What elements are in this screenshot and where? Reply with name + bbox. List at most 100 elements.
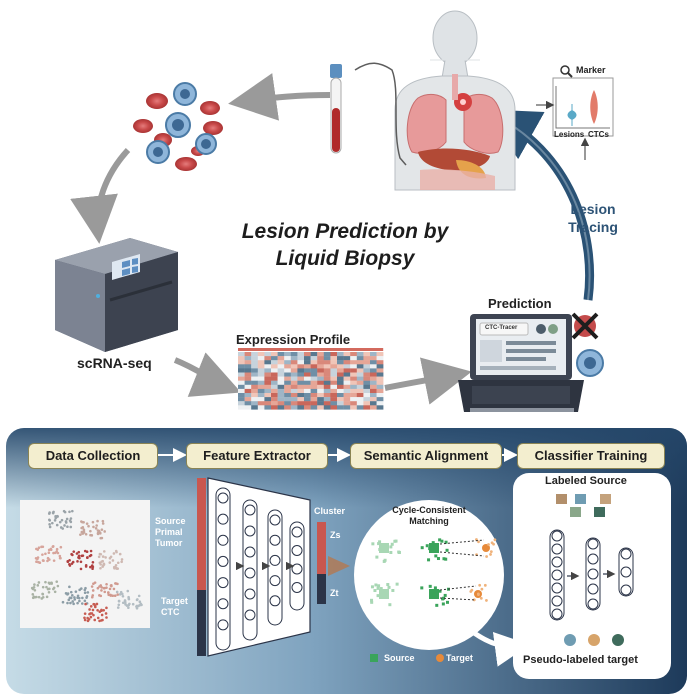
heatmap-cell bbox=[304, 372, 311, 377]
classifier-layer bbox=[585, 537, 601, 611]
align-point bbox=[438, 538, 442, 542]
heatmap-cell bbox=[238, 352, 245, 357]
heatmap-cell bbox=[290, 393, 298, 398]
ctc-result-icon bbox=[576, 349, 604, 377]
scrna-seq-label: scRNA-seq bbox=[77, 355, 152, 371]
heatmap-cell bbox=[284, 372, 291, 377]
heatmap-cell bbox=[271, 356, 278, 361]
heatmap-cell bbox=[363, 364, 371, 369]
heatmap-cell bbox=[356, 384, 364, 390]
align-point bbox=[445, 548, 449, 552]
tsne-point bbox=[89, 615, 93, 619]
tsne-point bbox=[71, 594, 74, 597]
heatmap-cell bbox=[356, 380, 364, 385]
tsne-point bbox=[123, 601, 127, 605]
classifier-layer bbox=[549, 529, 565, 621]
heatmap-cell bbox=[290, 397, 298, 402]
tsne-point bbox=[77, 550, 81, 554]
lesion-tracing-arrow bbox=[484, 109, 595, 301]
alignment-circle bbox=[354, 500, 504, 650]
tsne-point bbox=[125, 604, 129, 607]
heatmap-cell bbox=[370, 405, 377, 410]
tsne-point bbox=[51, 511, 55, 515]
tsne-point bbox=[41, 553, 44, 556]
heatmap-cell bbox=[277, 376, 285, 381]
align-target-point bbox=[472, 598, 476, 602]
heatmap-cell bbox=[350, 364, 357, 369]
tsne-point bbox=[107, 593, 110, 597]
heatmap-cell bbox=[310, 388, 318, 394]
heatmap-cell bbox=[330, 384, 338, 390]
heatmap-cell bbox=[271, 372, 278, 377]
heatmap-cell bbox=[370, 372, 377, 377]
tsne-point bbox=[62, 509, 66, 513]
align-point bbox=[388, 603, 392, 607]
heatmap-cell bbox=[304, 384, 311, 390]
tsne-point bbox=[48, 519, 52, 522]
heatmap-cell bbox=[264, 356, 272, 361]
heatmap-cell bbox=[238, 360, 245, 365]
heatmap-cell bbox=[350, 388, 357, 394]
classifier-node bbox=[551, 582, 563, 594]
cycle-line2: Matching bbox=[409, 516, 449, 526]
heatmap-cell bbox=[356, 360, 364, 365]
target-bar bbox=[197, 590, 206, 656]
heatmap-cell bbox=[238, 384, 245, 390]
heatmap-cell bbox=[304, 397, 311, 402]
tsne-scatter bbox=[30, 509, 143, 623]
classifier-layer bbox=[618, 547, 634, 597]
prediction-label: Prediction bbox=[488, 296, 552, 311]
zt-bar bbox=[317, 574, 326, 604]
heatmap-cell bbox=[304, 360, 311, 365]
tsne-point bbox=[66, 601, 69, 605]
human-body-icon bbox=[394, 10, 516, 191]
align-point bbox=[445, 600, 449, 604]
encoder-node bbox=[217, 577, 229, 589]
heatmap-cell bbox=[317, 401, 324, 406]
tsne-point bbox=[45, 595, 49, 599]
source-bar bbox=[197, 478, 206, 590]
heatmap-cell bbox=[330, 405, 338, 410]
encoder-node bbox=[269, 595, 281, 607]
heatmap-cell bbox=[264, 384, 272, 390]
heatmap-cell bbox=[370, 356, 377, 361]
heatmap-cell bbox=[238, 388, 245, 394]
heatmap-cell bbox=[297, 397, 305, 402]
blood-tube-icon bbox=[330, 62, 407, 166]
heatmap-cell bbox=[317, 372, 324, 377]
tsne-point bbox=[86, 591, 90, 594]
align-point bbox=[391, 588, 395, 592]
encoder-node bbox=[217, 598, 229, 610]
heatmap-cell bbox=[284, 368, 291, 373]
align-point bbox=[371, 542, 375, 546]
heatmap-cell bbox=[238, 397, 245, 402]
tsne-point bbox=[35, 595, 38, 599]
tsne-point bbox=[117, 599, 121, 603]
align-target-point bbox=[470, 588, 474, 592]
heatmap-cell bbox=[376, 405, 384, 410]
heatmap-cell bbox=[238, 380, 245, 385]
heatmap-cell bbox=[290, 401, 298, 406]
align-target-point bbox=[483, 583, 487, 587]
pseudo-labeled-target-label: Pseudo-labeled target bbox=[523, 654, 638, 666]
tsne-point bbox=[55, 580, 59, 583]
heatmap-cell bbox=[323, 405, 331, 410]
tsne-point bbox=[115, 567, 119, 570]
tsne-point bbox=[90, 585, 94, 588]
heatmap-cell bbox=[363, 372, 371, 377]
heatmap-cell bbox=[317, 380, 324, 385]
heatmap-cell bbox=[330, 393, 338, 398]
align-point bbox=[428, 584, 432, 588]
heatmap-cell bbox=[317, 364, 324, 369]
heatmap-cell bbox=[376, 364, 384, 369]
tsne-point bbox=[100, 586, 104, 589]
heatmap-cell bbox=[337, 393, 344, 398]
tsne-point bbox=[40, 545, 43, 549]
ctc-tracer-label: CTC-Tracer bbox=[485, 325, 518, 331]
tsne-point bbox=[83, 591, 87, 595]
classifier-network bbox=[549, 494, 634, 646]
encoder-node bbox=[217, 492, 229, 504]
heatmap-cell bbox=[277, 384, 285, 390]
tsne-point bbox=[56, 584, 60, 588]
tsne-point bbox=[64, 521, 68, 524]
